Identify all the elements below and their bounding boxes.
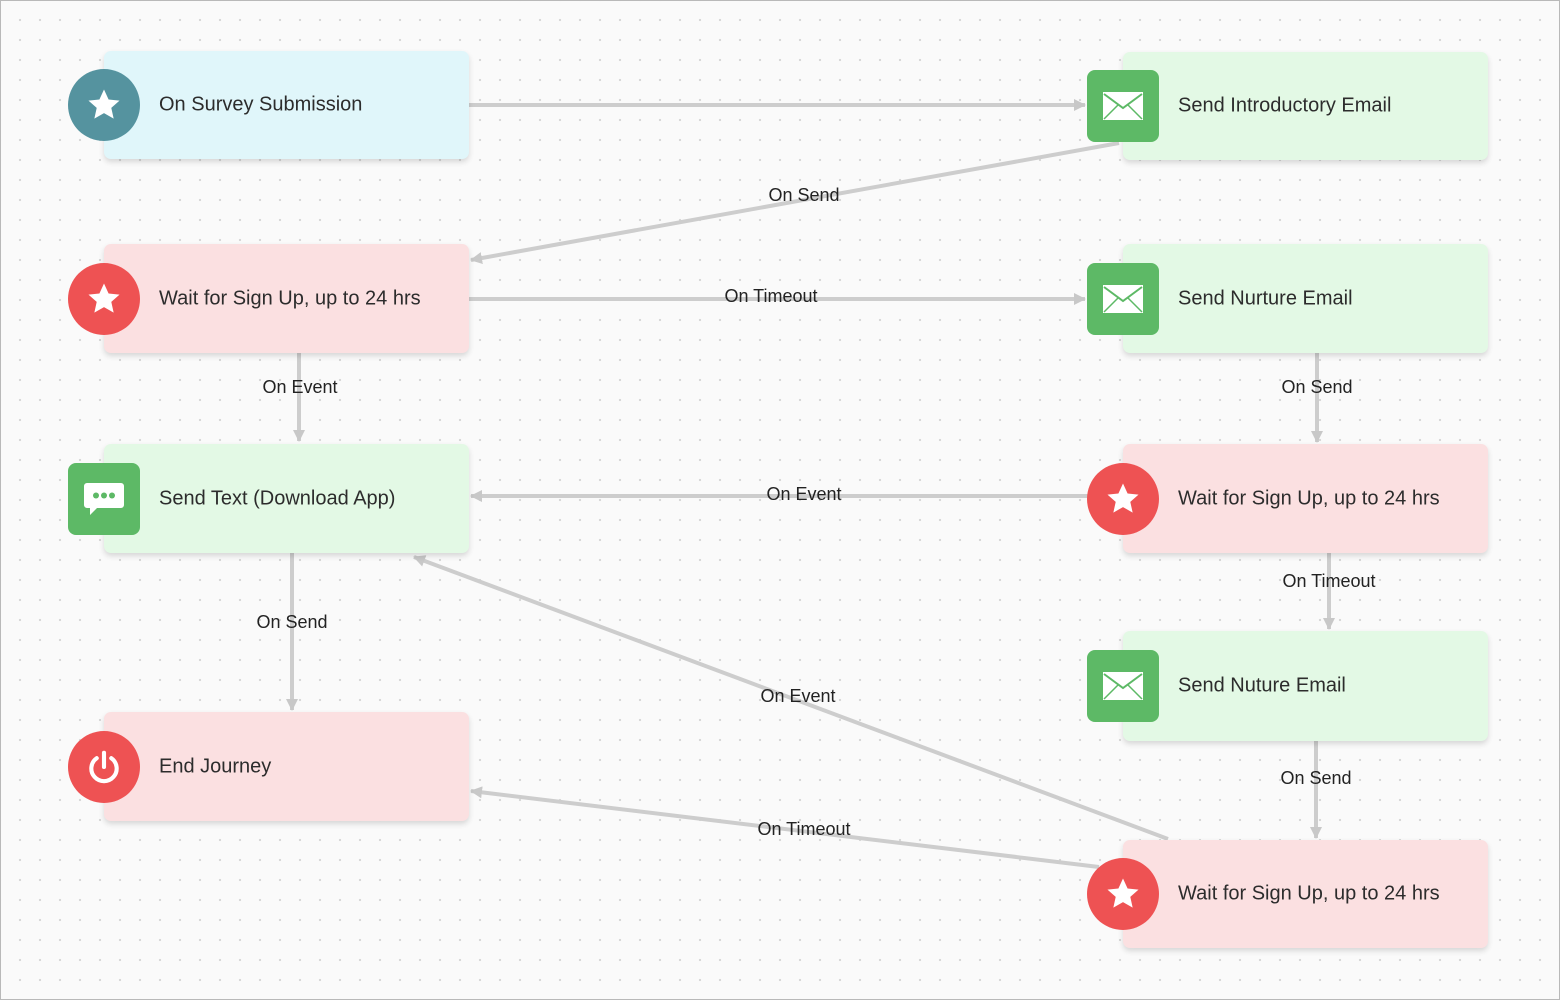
edge-intro-to-wait1[interactable] xyxy=(470,141,1120,264)
node-label: Wait for Sign Up, up to 24 hrs xyxy=(159,287,421,309)
node-end-journey[interactable]: End Journey xyxy=(68,712,469,821)
edge-wait3-to-end[interactable] xyxy=(470,786,1100,869)
power-icon xyxy=(68,730,140,803)
edge-label-nurture-to-wait2: On Send xyxy=(1281,377,1353,397)
node-label: Send Introductory Email xyxy=(1178,94,1392,117)
edge-label-text-to-end: On Send xyxy=(256,612,328,632)
edge-label-wait1-to-text: On Event xyxy=(262,377,338,397)
edge-label-wait2-to-text: On Event xyxy=(766,484,842,504)
star-icon xyxy=(68,262,140,335)
node-label: On Survey Submission xyxy=(159,93,363,116)
node-label: End Journey xyxy=(159,755,272,777)
edge-label-intro-to-wait1: On Send xyxy=(768,185,840,205)
edge-label-wait2-to-nuture: On Timeout xyxy=(1282,571,1376,591)
node-wait-for-sign-up-2[interactable]: Wait for Sign Up, up to 24 hrs xyxy=(1087,444,1488,553)
star-icon xyxy=(1087,462,1159,535)
node-label: Wait for Sign Up, up to 24 hrs xyxy=(1178,882,1440,905)
chat-icon xyxy=(68,462,140,535)
node-on-survey-submission[interactable]: On Survey Submission xyxy=(68,51,469,159)
node-send-text[interactable]: Send Text (Download App) xyxy=(68,444,469,553)
node-label: Send Nurture Email xyxy=(1178,287,1353,309)
envelope-icon xyxy=(1087,70,1159,142)
edge-wait3-to-text[interactable] xyxy=(413,555,1169,841)
edge-label-wait3-to-text: On Event xyxy=(760,686,836,706)
edge-label-nuture-to-wait3: On Send xyxy=(1280,768,1352,788)
node-label: Send Text (Download App) xyxy=(159,487,396,509)
node-send-introductory-email[interactable]: Send Introductory Email xyxy=(1087,52,1488,160)
star-icon xyxy=(68,69,140,141)
envelope-icon xyxy=(1087,650,1159,722)
star-icon xyxy=(1087,858,1159,930)
edge-label-wait1-to-nurture: On Timeout xyxy=(724,286,818,306)
node-send-nuture-email[interactable]: Send Nuture Email xyxy=(1087,631,1488,741)
node-wait-for-sign-up-3[interactable]: Wait for Sign Up, up to 24 hrs xyxy=(1087,840,1488,948)
envelope-icon xyxy=(1087,262,1159,335)
node-label: Send Nuture Email xyxy=(1178,674,1346,697)
edge-label-wait3-to-end: On Timeout xyxy=(757,819,851,839)
node-send-nurture-email[interactable]: Send Nurture Email xyxy=(1087,244,1488,353)
node-label: Wait for Sign Up, up to 24 hrs xyxy=(1178,487,1440,509)
node-wait-for-sign-up-1[interactable]: Wait for Sign Up, up to 24 hrs xyxy=(68,244,469,353)
